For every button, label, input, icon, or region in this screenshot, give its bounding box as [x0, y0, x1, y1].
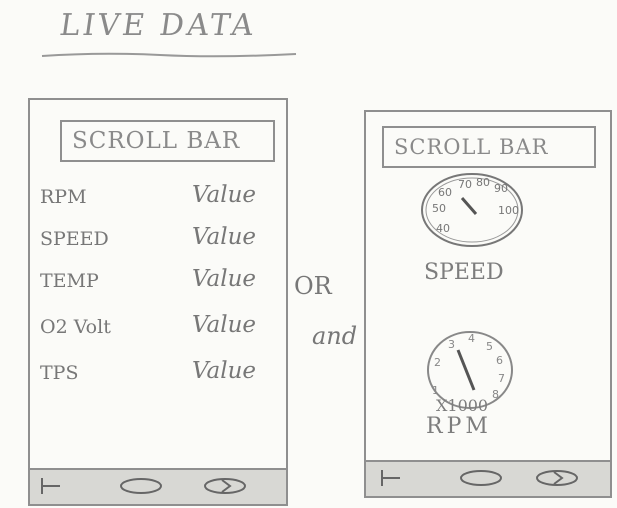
bottom-nav-bar: [366, 460, 610, 496]
speed-tick: 80: [476, 176, 490, 189]
data-row-o2-volt: O2 Volt Value: [40, 312, 280, 346]
speed-gauge: 50 40 60 70 80 90 100: [421, 173, 523, 247]
scroll-bar[interactable]: SCROLL BAR: [60, 120, 275, 162]
row-label: RPM: [40, 186, 87, 208]
rpm-tick: 2: [434, 356, 441, 369]
row-label: TEMP: [40, 270, 99, 292]
rpm-multiplier: X1000: [436, 396, 489, 415]
page-title: LIVE DATA: [57, 8, 259, 43]
rpm-gauge: 1 2 3 4 5 6 7 8: [427, 331, 513, 409]
data-row-tps: TPS Value: [40, 358, 280, 392]
back-icon[interactable]: [532, 468, 582, 493]
rpm-tick: 8: [492, 388, 499, 401]
row-value: Value: [192, 358, 256, 384]
speed-tick: 50: [432, 202, 446, 215]
circle-icon[interactable]: [456, 468, 506, 493]
row-label: O2 Volt: [40, 316, 111, 338]
scroll-bar[interactable]: SCROLL BAR: [382, 126, 596, 168]
data-row-speed: SPEED Value: [40, 224, 280, 258]
rpm-tick: 4: [468, 332, 475, 345]
row-label: TPS: [40, 362, 79, 384]
row-value: Value: [192, 266, 256, 292]
rpm-tick: 6: [496, 354, 503, 367]
speed-tick: 100: [498, 204, 519, 217]
rpm-gauge-label: RPM: [426, 414, 492, 439]
rpm-tick: 5: [486, 340, 493, 353]
row-label: SPEED: [40, 228, 109, 250]
speed-tick: 90: [494, 182, 508, 195]
data-row-rpm: RPM Value: [40, 182, 280, 216]
data-row-temp: TEMP Value: [40, 266, 280, 300]
speed-needle: [460, 197, 478, 215]
home-icon[interactable]: [380, 468, 404, 493]
rpm-needle: [456, 349, 476, 391]
row-value: Value: [192, 182, 256, 208]
connector-or: OR: [294, 272, 332, 300]
title-underline: [41, 52, 297, 58]
rpm-tick: 3: [448, 338, 455, 351]
rpm-tick: 1: [432, 384, 439, 397]
row-value: Value: [192, 312, 256, 338]
connector-and: and: [312, 322, 358, 350]
circle-icon[interactable]: [116, 476, 166, 501]
speed-tick: 70: [458, 178, 472, 191]
rpm-tick: 7: [498, 372, 505, 385]
bottom-nav-bar: [30, 468, 286, 504]
left-phone-screen: SCROLL BAR RPM Value SPEED Value TEMP Va…: [28, 98, 288, 506]
home-icon[interactable]: [40, 476, 64, 501]
back-icon[interactable]: [200, 476, 250, 501]
right-phone-screen: SCROLL BAR 50 40 60 70 80 90 100 SPEED 1…: [364, 110, 612, 498]
speed-tick: 40: [436, 222, 450, 235]
speed-gauge-label: SPEED: [424, 260, 504, 285]
speed-tick: 60: [438, 186, 452, 199]
row-value: Value: [192, 224, 256, 250]
